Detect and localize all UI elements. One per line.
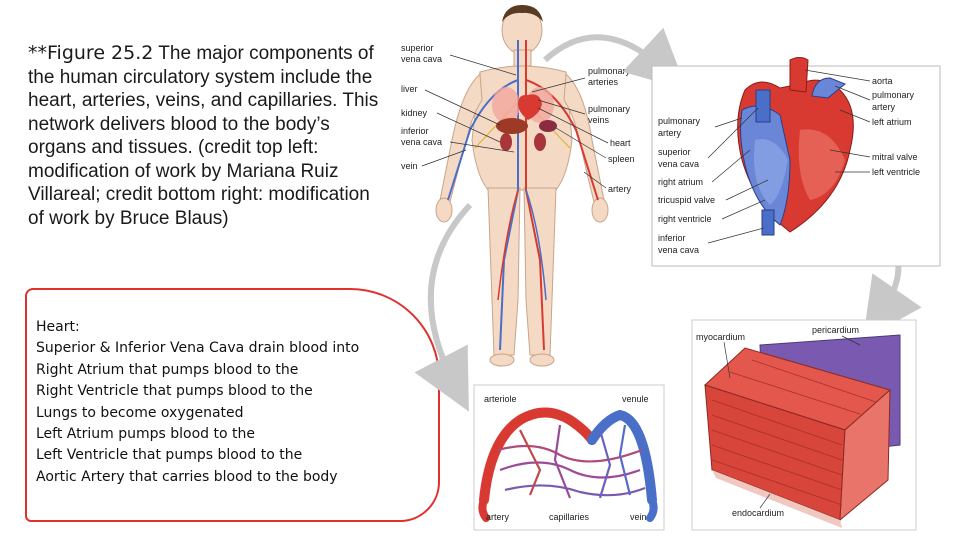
heart-superior-vena-cava bbox=[755, 89, 771, 123]
label-pulmonary-artery-l: pulmonary bbox=[658, 116, 701, 126]
label-capillary-artery: artery bbox=[486, 512, 510, 522]
body-foot-right bbox=[489, 353, 515, 367]
heart-right-ventricle bbox=[754, 139, 788, 205]
body-kidney-left bbox=[534, 133, 546, 151]
capillary-network bbox=[497, 424, 646, 499]
body-vein-main bbox=[499, 40, 519, 351]
body-leader-lines bbox=[421, 54, 609, 189]
label-left-atrium: left atrium bbox=[872, 117, 912, 127]
label-pulmonary-artery-r: pulmonary bbox=[872, 90, 915, 100]
label-superior-vena-cava: superior bbox=[401, 43, 434, 53]
label-right-ventricle: right ventricle bbox=[658, 214, 712, 224]
label-pulmonary-veins: pulmonary bbox=[588, 104, 631, 114]
label-heart-inferior-vena-cava: inferior bbox=[658, 233, 686, 243]
heart-notes-box: Heart: Superior & Inferior Vena Cava dra… bbox=[25, 288, 440, 522]
muscle-endocardium-layer bbox=[712, 470, 842, 528]
arrow-body-to-capillaries bbox=[414, 202, 473, 412]
body-artery-arm bbox=[525, 79, 599, 201]
label-endocardium: endocardium bbox=[732, 508, 784, 518]
body-hand-right bbox=[435, 197, 453, 223]
label-pulmonary-arteries: pulmonary bbox=[588, 66, 631, 76]
label-heart-superior-vena-cava-2: vena cava bbox=[658, 159, 699, 169]
label-left-ventricle: left ventricle bbox=[872, 167, 920, 177]
muscle-leader-lines bbox=[723, 335, 861, 509]
human-body-figure bbox=[435, 5, 609, 367]
label-aorta: aorta bbox=[872, 76, 893, 86]
label-pulmonary-artery-l-2: artery bbox=[658, 128, 682, 138]
label-arteriole: arteriole bbox=[484, 394, 517, 404]
body-liver bbox=[496, 118, 528, 134]
capillary-venule bbox=[587, 409, 657, 505]
label-inferior-vena-cava: inferior bbox=[401, 126, 429, 136]
heart-illustration bbox=[737, 57, 854, 236]
label-artery: artery bbox=[608, 184, 632, 194]
capillary-illustration bbox=[478, 407, 658, 522]
body-vein-leg bbox=[525, 189, 547, 301]
label-heart-superior-vena-cava: superior bbox=[658, 147, 691, 157]
label-venule: venule bbox=[622, 394, 649, 404]
notes-line: Left Ventricle that pumps blood to the bbox=[36, 447, 303, 464]
label-kidney: kidney bbox=[401, 108, 428, 118]
label-liver: liver bbox=[401, 84, 418, 94]
label-capillaries: capillaries bbox=[549, 512, 590, 522]
body-artery-leg bbox=[497, 189, 519, 301]
notes-line: Aortic Artery that carries blood to the … bbox=[36, 468, 338, 485]
label-right-atrium: right atrium bbox=[658, 177, 703, 187]
label-vein: vein bbox=[401, 161, 418, 171]
heart-aorta bbox=[789, 57, 809, 93]
label-myocardium: myocardium bbox=[696, 332, 745, 342]
label-heart: heart bbox=[610, 138, 631, 148]
notes-line: Right Atrium that pumps blood to the bbox=[36, 361, 299, 378]
label-capillary-vein: vein bbox=[630, 512, 647, 522]
notes-line: Heart: bbox=[36, 319, 80, 335]
body-hand-left bbox=[591, 197, 609, 223]
heart-pulmonary-artery bbox=[811, 77, 846, 99]
label-superior-vena-cava-2: vena cava bbox=[401, 54, 442, 64]
label-spleen: spleen bbox=[608, 154, 635, 164]
label-pulmonary-arteries-2: arteries bbox=[588, 77, 619, 87]
muscle-illustration bbox=[704, 334, 901, 528]
body-foot-left bbox=[529, 353, 555, 367]
figure-caption-lead: **Figure 25.2 bbox=[28, 42, 154, 64]
notes-line: Left Atrium pumps blood to the bbox=[36, 426, 255, 443]
body-kidney-right bbox=[500, 133, 512, 151]
figure-caption: **Figure 25.2 The major components of th… bbox=[28, 42, 388, 230]
body-lung-right bbox=[492, 87, 520, 123]
capillary-arteriole bbox=[479, 407, 597, 505]
label-pulmonary-veins-2: veins bbox=[588, 115, 610, 125]
body-spleen bbox=[539, 120, 557, 132]
heart-leader-lines bbox=[707, 69, 871, 244]
notes-line: Lungs to become oxygenated bbox=[36, 404, 244, 421]
arrow-body-to-heart bbox=[542, 27, 688, 91]
heart-inferior-vena-cava bbox=[761, 209, 775, 236]
heart-left-ventricle bbox=[798, 129, 845, 200]
body-neck bbox=[513, 49, 532, 67]
label-pericardium: pericardium bbox=[812, 325, 859, 335]
body-hair bbox=[502, 5, 543, 22]
label-mitral-valve: mitral valve bbox=[872, 152, 918, 162]
notes-line: Right Ventricle that pumps blood to the bbox=[36, 383, 313, 400]
notes-line: Superior & Inferior Vena Cava drain bloo… bbox=[36, 340, 360, 357]
body-vein-arm bbox=[447, 79, 519, 201]
body-heart bbox=[518, 94, 542, 120]
label-heart-inferior-vena-cava-2: vena cava bbox=[658, 245, 699, 255]
capillary-vein bbox=[646, 496, 658, 522]
label-tricuspid-valve: tricuspid valve bbox=[658, 195, 715, 205]
muscle-fibers bbox=[711, 359, 877, 506]
capillary-artery bbox=[478, 496, 490, 522]
figure-caption-text: The major components of the human circul… bbox=[28, 43, 379, 229]
label-inferior-vena-cava-2: vena cava bbox=[401, 137, 442, 147]
label-pulmonary-artery-r-2: artery bbox=[872, 102, 896, 112]
